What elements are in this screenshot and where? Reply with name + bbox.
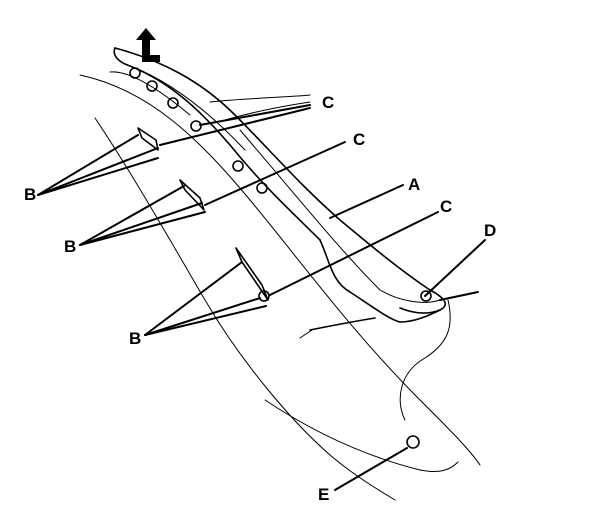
callout-c-top: C	[322, 93, 334, 112]
callout-c-lower: C	[440, 197, 452, 216]
callout-b-lower: B	[129, 329, 141, 348]
callout-e: E	[318, 485, 329, 504]
leader-lines	[37, 104, 486, 491]
clip-e	[406, 435, 420, 449]
callout-labels: A C C C D B B B E	[24, 93, 496, 504]
callout-b-middle: B	[64, 237, 76, 256]
up-arrow-icon	[136, 28, 160, 62]
callout-a: A	[408, 175, 420, 194]
callout-c-middle: C	[353, 130, 365, 149]
trim-panel-a	[113, 47, 446, 339]
body-outline	[79, 71, 481, 501]
callout-d: D	[484, 221, 496, 240]
clip-brackets-b	[137, 127, 269, 301]
callout-b-top: B	[24, 185, 36, 204]
